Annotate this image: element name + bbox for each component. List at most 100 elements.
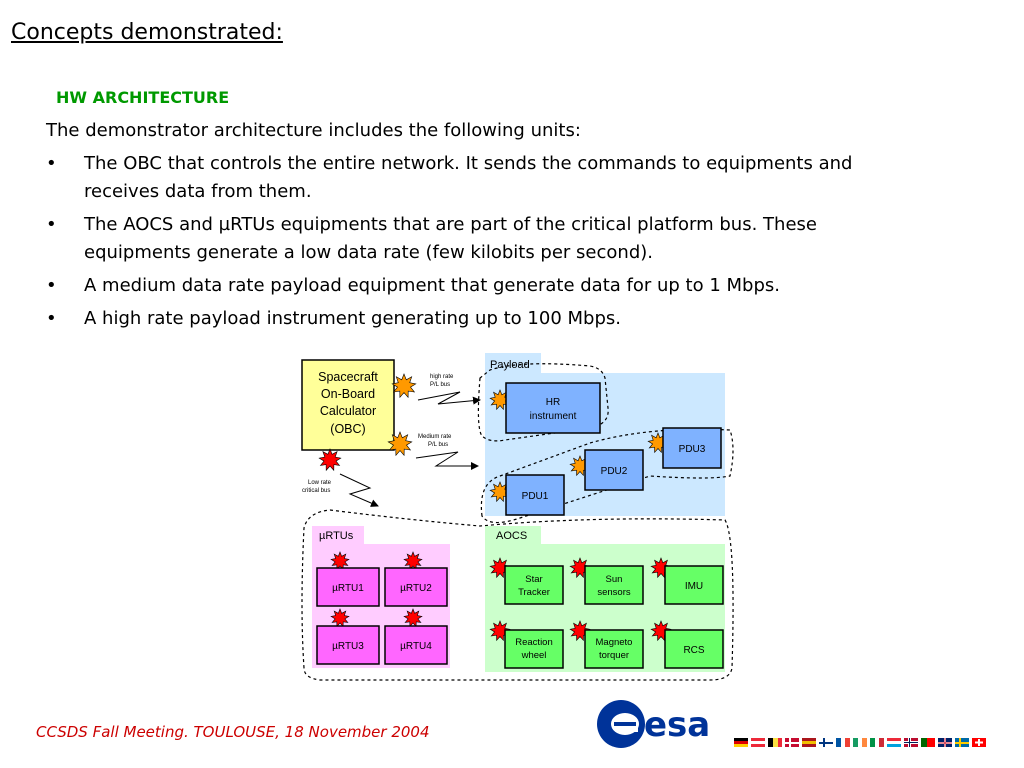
connector-star-icon: [403, 608, 423, 628]
pdu2-label: PDU2: [601, 466, 628, 477]
low-rate-label: Low rate: [308, 480, 332, 486]
imu-box: [664, 565, 724, 605]
urtu2-box: [384, 567, 448, 607]
esa-logo-e-gap: [626, 726, 638, 732]
connector-star-shape: [403, 551, 423, 571]
rcs-box: [664, 629, 724, 669]
bullet-text: The OBC that controls the entire network…: [84, 153, 853, 202]
payload-tab: [485, 353, 541, 375]
member-flags-icon: [734, 738, 986, 747]
connector-star-shape: [330, 551, 350, 571]
connector-star-icon: [330, 608, 350, 628]
aocs-tab: [485, 526, 541, 544]
pdu1-label: PDU1: [522, 491, 549, 502]
imu-label: IMU: [685, 581, 703, 592]
reaction-wheel-label: Reaction: [515, 637, 553, 648]
rcs-label: RCS: [683, 645, 704, 656]
obc-label: On-Board: [321, 387, 375, 401]
low-rate-label: critical bus: [302, 488, 330, 494]
urtu2-label: µRTU2: [400, 583, 432, 594]
magnetorquer-label: Magneto: [596, 637, 633, 648]
footer-text: CCSDS Fall Meeting. TOULOUSE, 18 Novembe…: [36, 723, 430, 741]
bullet-item: • The OBC that controls the entire networ…: [46, 150, 926, 206]
connector-star-icon: [391, 373, 417, 399]
low-rate-bus: [301, 509, 734, 681]
bullet-marker: •: [46, 275, 57, 296]
payload-label: Payload: [490, 359, 530, 371]
connector-star-icon: [650, 620, 672, 642]
urtu1-label: µRTU1: [332, 583, 364, 594]
intro-text: The demonstrator architecture includes t…: [46, 120, 581, 141]
star-tracker-label: Star: [525, 574, 542, 585]
connector-star-shape: [489, 389, 511, 411]
reaction-wheel-label: wheel: [521, 650, 547, 661]
connector-star-shape: [330, 608, 350, 628]
connector-star-shape: [650, 620, 672, 642]
urtu4-box: [384, 625, 448, 665]
hr-instrument-box: [505, 382, 601, 434]
connector-star-icon: [489, 389, 511, 411]
sun-sensors-box: [584, 565, 644, 605]
obc-label: Spacecraft: [318, 370, 378, 384]
pdu2-box: [584, 449, 644, 491]
magnetorquer-label: torquer: [599, 650, 629, 661]
pdu1-box: [505, 474, 565, 516]
bullet-item: •A high rate payload instrument generati…: [46, 305, 926, 333]
connector-star-shape: [489, 481, 511, 503]
high-rate-label: P/L bus: [430, 382, 450, 388]
slide-title: Concepts demonstrated:: [11, 20, 283, 45]
connector-star-shape: [391, 373, 417, 399]
esa-logo-text: esa: [644, 705, 710, 745]
connector-star-icon: [330, 551, 350, 571]
esa-logo-e-bar: [614, 722, 636, 726]
bullet-marker: •: [46, 214, 57, 235]
connector-star-icon: [403, 551, 423, 571]
section-subtitle: HW ARCHITECTURE: [56, 88, 230, 107]
aocs-label: AOCS: [496, 530, 527, 542]
bullet-text: A medium data rate payload equipment tha…: [84, 275, 780, 296]
bullet-item: • A medium data rate payload equipment th…: [46, 272, 926, 300]
high-rate-arrow: [417, 391, 481, 405]
obc-box: [301, 359, 395, 451]
hr-instrument-label: HR: [546, 397, 560, 408]
connector-star-shape: [489, 620, 511, 642]
obc-label: (OBC): [330, 422, 365, 436]
connector-star-icon: [489, 481, 511, 503]
urtu3-label: µRTU3: [332, 641, 364, 652]
connector-star-icon: [489, 620, 511, 642]
obc-label: Calculator: [320, 404, 376, 418]
esa-logo: esa: [597, 700, 710, 748]
star-tracker-box: [504, 565, 564, 605]
medium-rate-label: Medium rate: [418, 434, 452, 440]
sun-sensors-label: Sun: [606, 574, 623, 585]
bullet-item: • The AOCS and µRTUs equipments that are …: [46, 211, 926, 267]
hr-instrument-label: instrument: [530, 411, 577, 422]
connector-star-shape: [403, 608, 423, 628]
bullet-marker: •: [46, 153, 57, 174]
pdu3-box: [662, 427, 722, 469]
bullet-list: • The OBC that controls the entire networ…: [46, 150, 926, 338]
connector-star-icon: [318, 448, 342, 472]
urtu3-box: [316, 625, 380, 665]
urtus-tab: [312, 526, 364, 544]
bullet-text: The AOCS and µRTUs equipments that are p…: [84, 214, 817, 263]
connector-star-shape: [318, 448, 342, 472]
medium-rate-label: P/L bus: [428, 442, 448, 448]
bullet-text: A high rate payload instrument generatin…: [84, 308, 621, 329]
connector-star-shape: [387, 431, 413, 457]
high-rate-label: high rate: [430, 374, 454, 380]
pdu3-label: PDU3: [679, 444, 706, 455]
low-rate-arrow: [339, 473, 379, 507]
urtu4-label: µRTU4: [400, 641, 432, 652]
sun-sensors-label: sensors: [597, 587, 631, 598]
connector-star-shape: [569, 620, 591, 642]
hw-architecture-diagram: Payload µRTUs AOCS Spacecraft On-Board C…: [301, 353, 734, 681]
magnetorquer-box: [584, 629, 644, 669]
connector-star-icon: [569, 620, 591, 642]
urtus-label: µRTUs: [319, 530, 354, 542]
medium-rate-arrow: [415, 451, 479, 470]
urtu1-box: [316, 567, 380, 607]
reaction-wheel-box: [504, 629, 564, 669]
connector-star-icon: [387, 431, 413, 457]
star-tracker-label: Tracker: [518, 587, 550, 598]
